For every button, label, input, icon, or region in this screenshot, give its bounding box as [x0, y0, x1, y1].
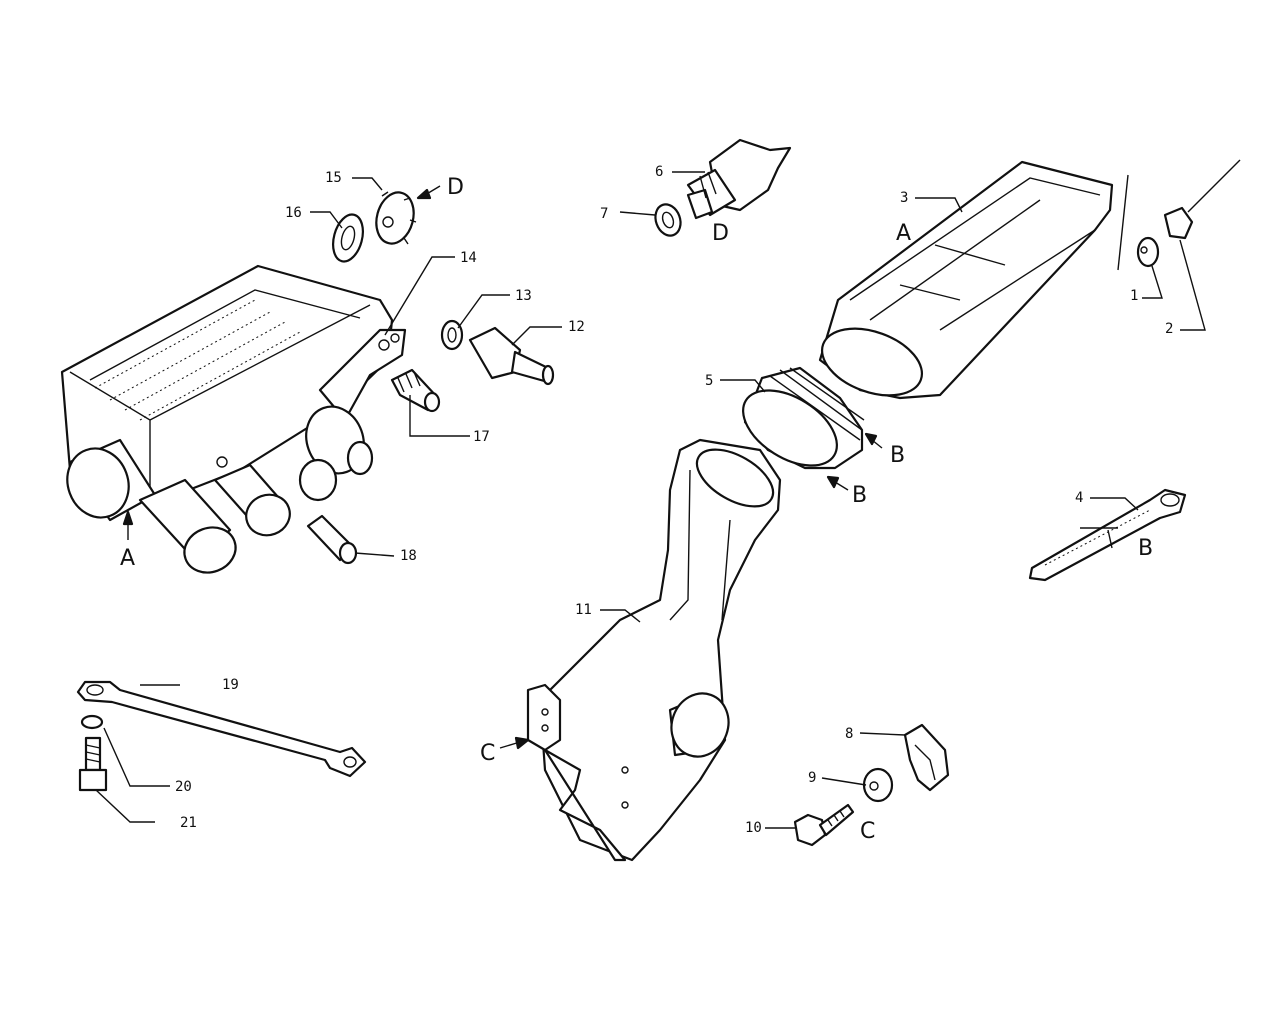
label-part-15: 15: [325, 170, 342, 186]
label-part-1: 1: [1130, 288, 1138, 304]
leader-lines: [95, 171, 1206, 829]
intercooler-pipe-bottom: [138, 478, 237, 574]
part-7-washer: [654, 203, 682, 237]
label-part-18: 18: [400, 548, 417, 564]
ref-letter-b-hose-2: B: [852, 483, 867, 508]
part-9-nut: [862, 767, 894, 803]
label-part-17: 17: [473, 429, 490, 445]
intercooler-pipe-mid: [213, 463, 291, 537]
part-number-labels: 1 2 3 4 5 6 7 8 9 10 11 12 13 14 15 16 1…: [175, 164, 1173, 836]
part-18-fitting: [306, 514, 358, 565]
label-part-21: 21: [180, 815, 197, 831]
label-part-20: 20: [175, 779, 192, 795]
ref-letter-d-sensor: D: [712, 221, 729, 246]
part-20-washer: [80, 714, 104, 730]
reference-arrows: [122, 185, 883, 750]
part-12-fitting: [468, 326, 555, 386]
ref-letter-d-grommet: D: [447, 175, 464, 200]
label-part-14: 14: [460, 250, 477, 266]
label-part-5: 5: [705, 373, 713, 389]
reference-letters: A A B B B C C D D: [120, 175, 1153, 844]
intercooler-assembly: [60, 264, 407, 574]
label-part-10: 10: [745, 820, 762, 836]
part-2-rivet: [1163, 159, 1241, 240]
intercooler-pipe-right: [298, 458, 338, 502]
ref-letter-c-bracket: C: [480, 741, 495, 766]
ref-letter-b-hose-1: B: [890, 443, 905, 468]
label-part-16: 16: [285, 205, 302, 221]
part-5-hose: [742, 366, 865, 470]
label-part-11: 11: [575, 602, 592, 618]
part-3-duct: [818, 160, 1114, 400]
ref-letter-b-strap: B: [1138, 536, 1153, 561]
label-part-7: 7: [600, 206, 608, 222]
ref-letter-a-duct: A: [896, 221, 911, 246]
part-1-nut: [1136, 236, 1160, 268]
intercooler-pipe-left: [66, 438, 157, 522]
label-part-4: 4: [1075, 490, 1083, 506]
part-19-stay-rod: [76, 680, 367, 778]
label-part-19: 19: [222, 677, 239, 693]
part-21-bolt: [78, 736, 108, 792]
label-part-12: 12: [568, 319, 585, 335]
part-16-washer: [332, 213, 364, 263]
label-part-2: 2: [1165, 321, 1173, 337]
label-part-13: 13: [515, 288, 532, 304]
part-11-duct: [526, 438, 782, 862]
label-part-9: 9: [808, 770, 816, 786]
part-6-sensor: [686, 138, 792, 220]
ref-letter-a-intercooler: A: [120, 546, 135, 571]
label-part-3: 3: [900, 190, 908, 206]
part-4-strap: [1028, 488, 1187, 582]
part-13-oring: [440, 319, 464, 351]
part-10-bolt: [793, 803, 855, 847]
ref-letter-c-bolt: C: [860, 819, 875, 844]
part-8-clip: [903, 723, 950, 792]
part-15-grommet: [375, 191, 417, 245]
label-part-6: 6: [655, 164, 663, 180]
part-17-plug: [390, 368, 441, 413]
label-part-8: 8: [845, 726, 853, 742]
